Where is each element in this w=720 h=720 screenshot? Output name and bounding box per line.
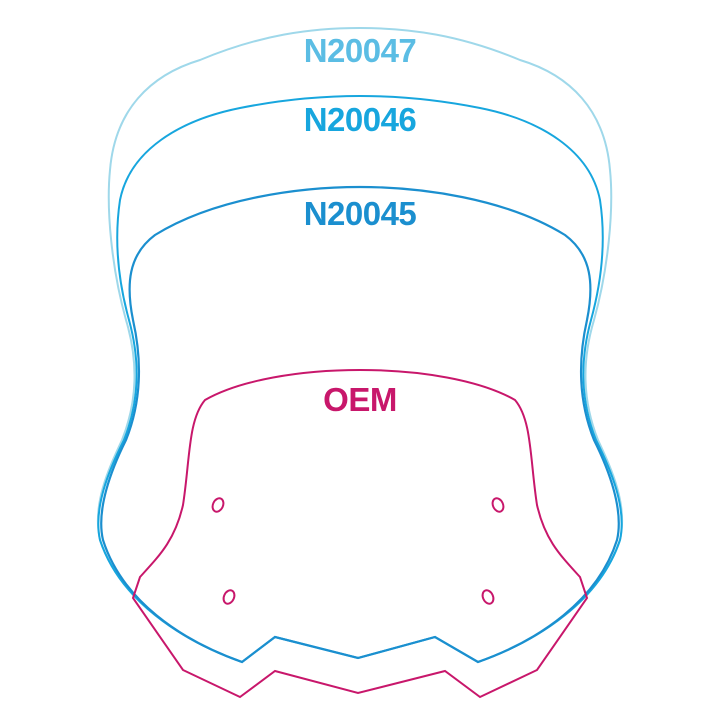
outline-n20045 (100, 185, 620, 664)
outline-oem (131, 368, 589, 699)
label-oem: OEM (323, 381, 397, 418)
mount-hole-lower-left (222, 589, 236, 605)
label-n20045: N20045 (303, 195, 417, 232)
mount-hole-lower-right (481, 589, 495, 605)
outline-n20047 (96, 26, 624, 664)
label-n20046: N20046 (303, 101, 417, 138)
mount-hole-upper-left (211, 497, 225, 513)
mount-hole-upper-right (491, 497, 505, 513)
outline-n20046 (97, 94, 623, 664)
label-n20047: N20047 (303, 32, 417, 69)
